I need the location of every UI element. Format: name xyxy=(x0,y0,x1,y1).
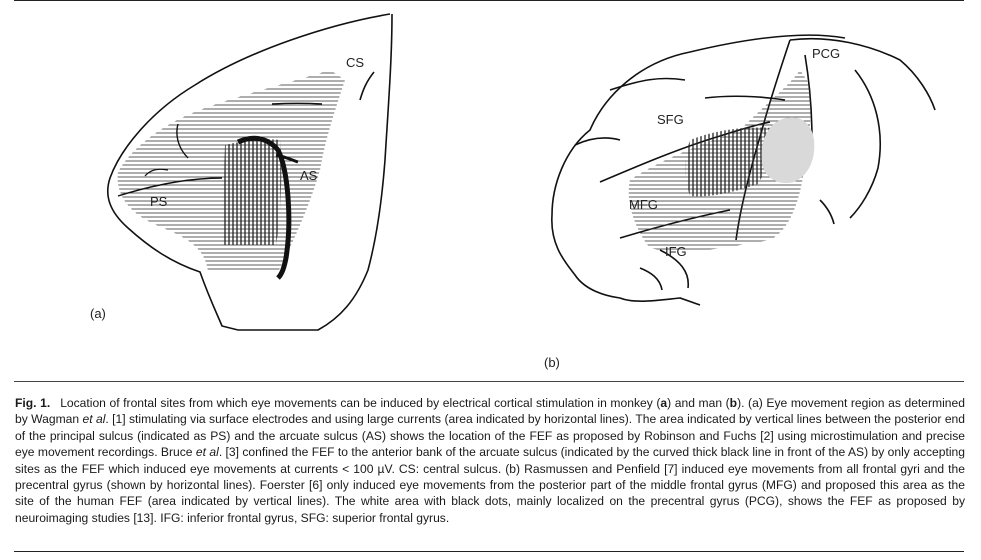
small-sulcus-3 xyxy=(271,102,323,105)
caption-text-4: . [1] stimulating via surface electrodes… xyxy=(15,412,966,460)
arcuate-sulcus-thick-line xyxy=(236,135,292,280)
small-sulcus-1 xyxy=(176,123,189,159)
label-ps: PS xyxy=(150,194,168,209)
caption-bold-a: a xyxy=(660,396,668,410)
caption-text-5: . [3] confined the FEF to the anterior b… xyxy=(15,445,965,525)
gyrus-fold-2 xyxy=(609,77,686,91)
caption-bold-b: b xyxy=(729,396,738,410)
label-sfg: SFG xyxy=(657,112,684,127)
gyrus-fold-1 xyxy=(574,137,621,146)
top-rule xyxy=(14,0,964,1)
caption-etal-2: et al xyxy=(195,445,219,460)
monkey-brain-diagram xyxy=(106,13,393,331)
label-pcg: PCG xyxy=(812,46,840,61)
figure-caption: Fig. 1. Location of frontal sites from wh… xyxy=(15,395,965,526)
monkey-vertical-region xyxy=(222,139,282,245)
monkey-brain-outline xyxy=(106,13,393,331)
panel-a-label: (a) xyxy=(90,306,106,321)
label-cs: CS xyxy=(346,55,364,70)
upper-outline xyxy=(789,37,936,111)
label-ifg: IFG xyxy=(665,244,687,259)
gyrus-fold-6 xyxy=(659,249,689,289)
caption-text-1: Location of frontal sites from which eye… xyxy=(60,396,661,410)
small-sulcus-2 xyxy=(144,168,169,177)
human-vertical-region xyxy=(685,127,772,197)
caption-divider xyxy=(14,381,964,382)
central-sulcus xyxy=(359,71,375,101)
label-mfg: MFG xyxy=(629,197,658,212)
gyrus-fold-7 xyxy=(639,267,663,291)
gyrus-fold-8 xyxy=(819,199,835,225)
caption-text-2: ) and man ( xyxy=(667,396,730,410)
panel-b-label: (b) xyxy=(544,355,560,370)
bottom-rule xyxy=(14,551,964,552)
human-fef-gray-area xyxy=(761,117,815,184)
figure-id: Fig. 1. xyxy=(15,396,51,410)
arcuate-spur xyxy=(275,153,299,164)
caption-text-3: ). (a) Eye movement region as determined… xyxy=(15,396,965,427)
label-as: AS xyxy=(300,168,318,183)
caption-etal-1: et al xyxy=(82,412,106,427)
gyrus-fold-4 xyxy=(849,69,881,219)
principal-sulcus xyxy=(117,177,223,197)
figure-illustration: CS AS PS (a) PCG SFG MFG IFG (b) xyxy=(90,13,936,370)
human-brain-outline xyxy=(551,34,846,306)
